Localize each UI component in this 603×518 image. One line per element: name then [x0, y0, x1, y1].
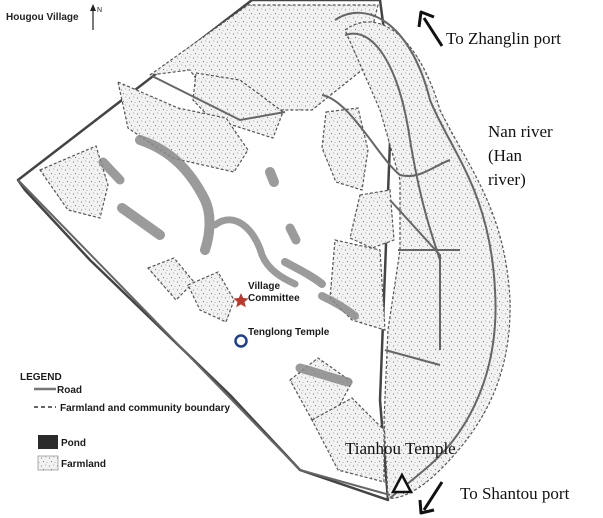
- ponds: [98, 135, 359, 387]
- legend-pond-row: Pond: [38, 435, 86, 449]
- village-committee-line2: Committee: [248, 293, 300, 304]
- road: [384, 349, 441, 366]
- to-shantou-label: To Shantou port: [460, 484, 570, 503]
- pond: [211, 216, 299, 288]
- arrow-down-left-icon: [418, 481, 444, 515]
- river-label-line2: (Han: [488, 146, 522, 165]
- farmland-parcel: [117, 80, 249, 173]
- north-arrow-icon: [90, 4, 96, 30]
- road: [344, 32, 441, 261]
- legend-road-row: Road: [34, 385, 82, 396]
- legend-road-label: Road: [57, 385, 82, 396]
- farmland-parcel: [187, 271, 235, 323]
- farmland-parcel: [192, 72, 284, 139]
- pond: [117, 203, 165, 240]
- pond: [98, 157, 125, 185]
- legend-boundary-label: Farmland and community boundary: [60, 403, 230, 414]
- river-label-line1: Nan river: [488, 122, 553, 141]
- tenglong-temple-label: Tenglong Temple: [248, 327, 330, 338]
- village-committee-line1: Village: [248, 281, 280, 292]
- triangle-icon: [390, 472, 414, 494]
- star-icon: [233, 293, 249, 308]
- pond: [265, 167, 279, 187]
- farmland-parcel: [39, 145, 109, 219]
- arrow-up-left-icon: [417, 10, 444, 47]
- legend-farmland-label: Farmland: [61, 459, 106, 470]
- farmland-swatch-icon: [37, 455, 59, 471]
- pond: [318, 292, 359, 320]
- village-title: Hougou Village: [6, 12, 79, 23]
- river-label-line3: river): [488, 170, 526, 189]
- to-zhanglin-label: To Zhanglin port: [446, 29, 561, 48]
- legend-title: LEGEND: [20, 372, 62, 383]
- road: [389, 199, 441, 350]
- road: [151, 75, 286, 122]
- legend: LEGEND Road Farmland and community bound…: [20, 372, 230, 471]
- north-label: N: [97, 7, 102, 14]
- circle-icon: [234, 334, 248, 348]
- legend-boundary-row: Farmland and community boundary: [34, 403, 230, 414]
- road: [321, 94, 451, 177]
- farmland-parcel: [311, 397, 385, 483]
- pond: [281, 258, 326, 288]
- legend-pond-label: Pond: [61, 438, 86, 449]
- pond: [135, 135, 215, 255]
- road: [17, 179, 391, 496]
- farmland-parcel: [146, 257, 195, 301]
- river-label: Nan river (Han river): [488, 122, 557, 189]
- pond: [295, 363, 353, 387]
- tianhou-temple-label: Tianhou Temple: [345, 439, 456, 458]
- road: [334, 11, 497, 499]
- farmland-parcel: [344, 21, 511, 499]
- farmland-parcel: [349, 189, 395, 249]
- village-committee-label: Village Committee: [248, 281, 300, 304]
- pond: [285, 223, 301, 245]
- pond-swatch-icon: [38, 435, 58, 449]
- farmland-parcels: [39, 4, 511, 499]
- farmland-parcel: [321, 107, 369, 191]
- road-network: [17, 11, 497, 499]
- legend-farmland-row: Farmland: [37, 455, 106, 471]
